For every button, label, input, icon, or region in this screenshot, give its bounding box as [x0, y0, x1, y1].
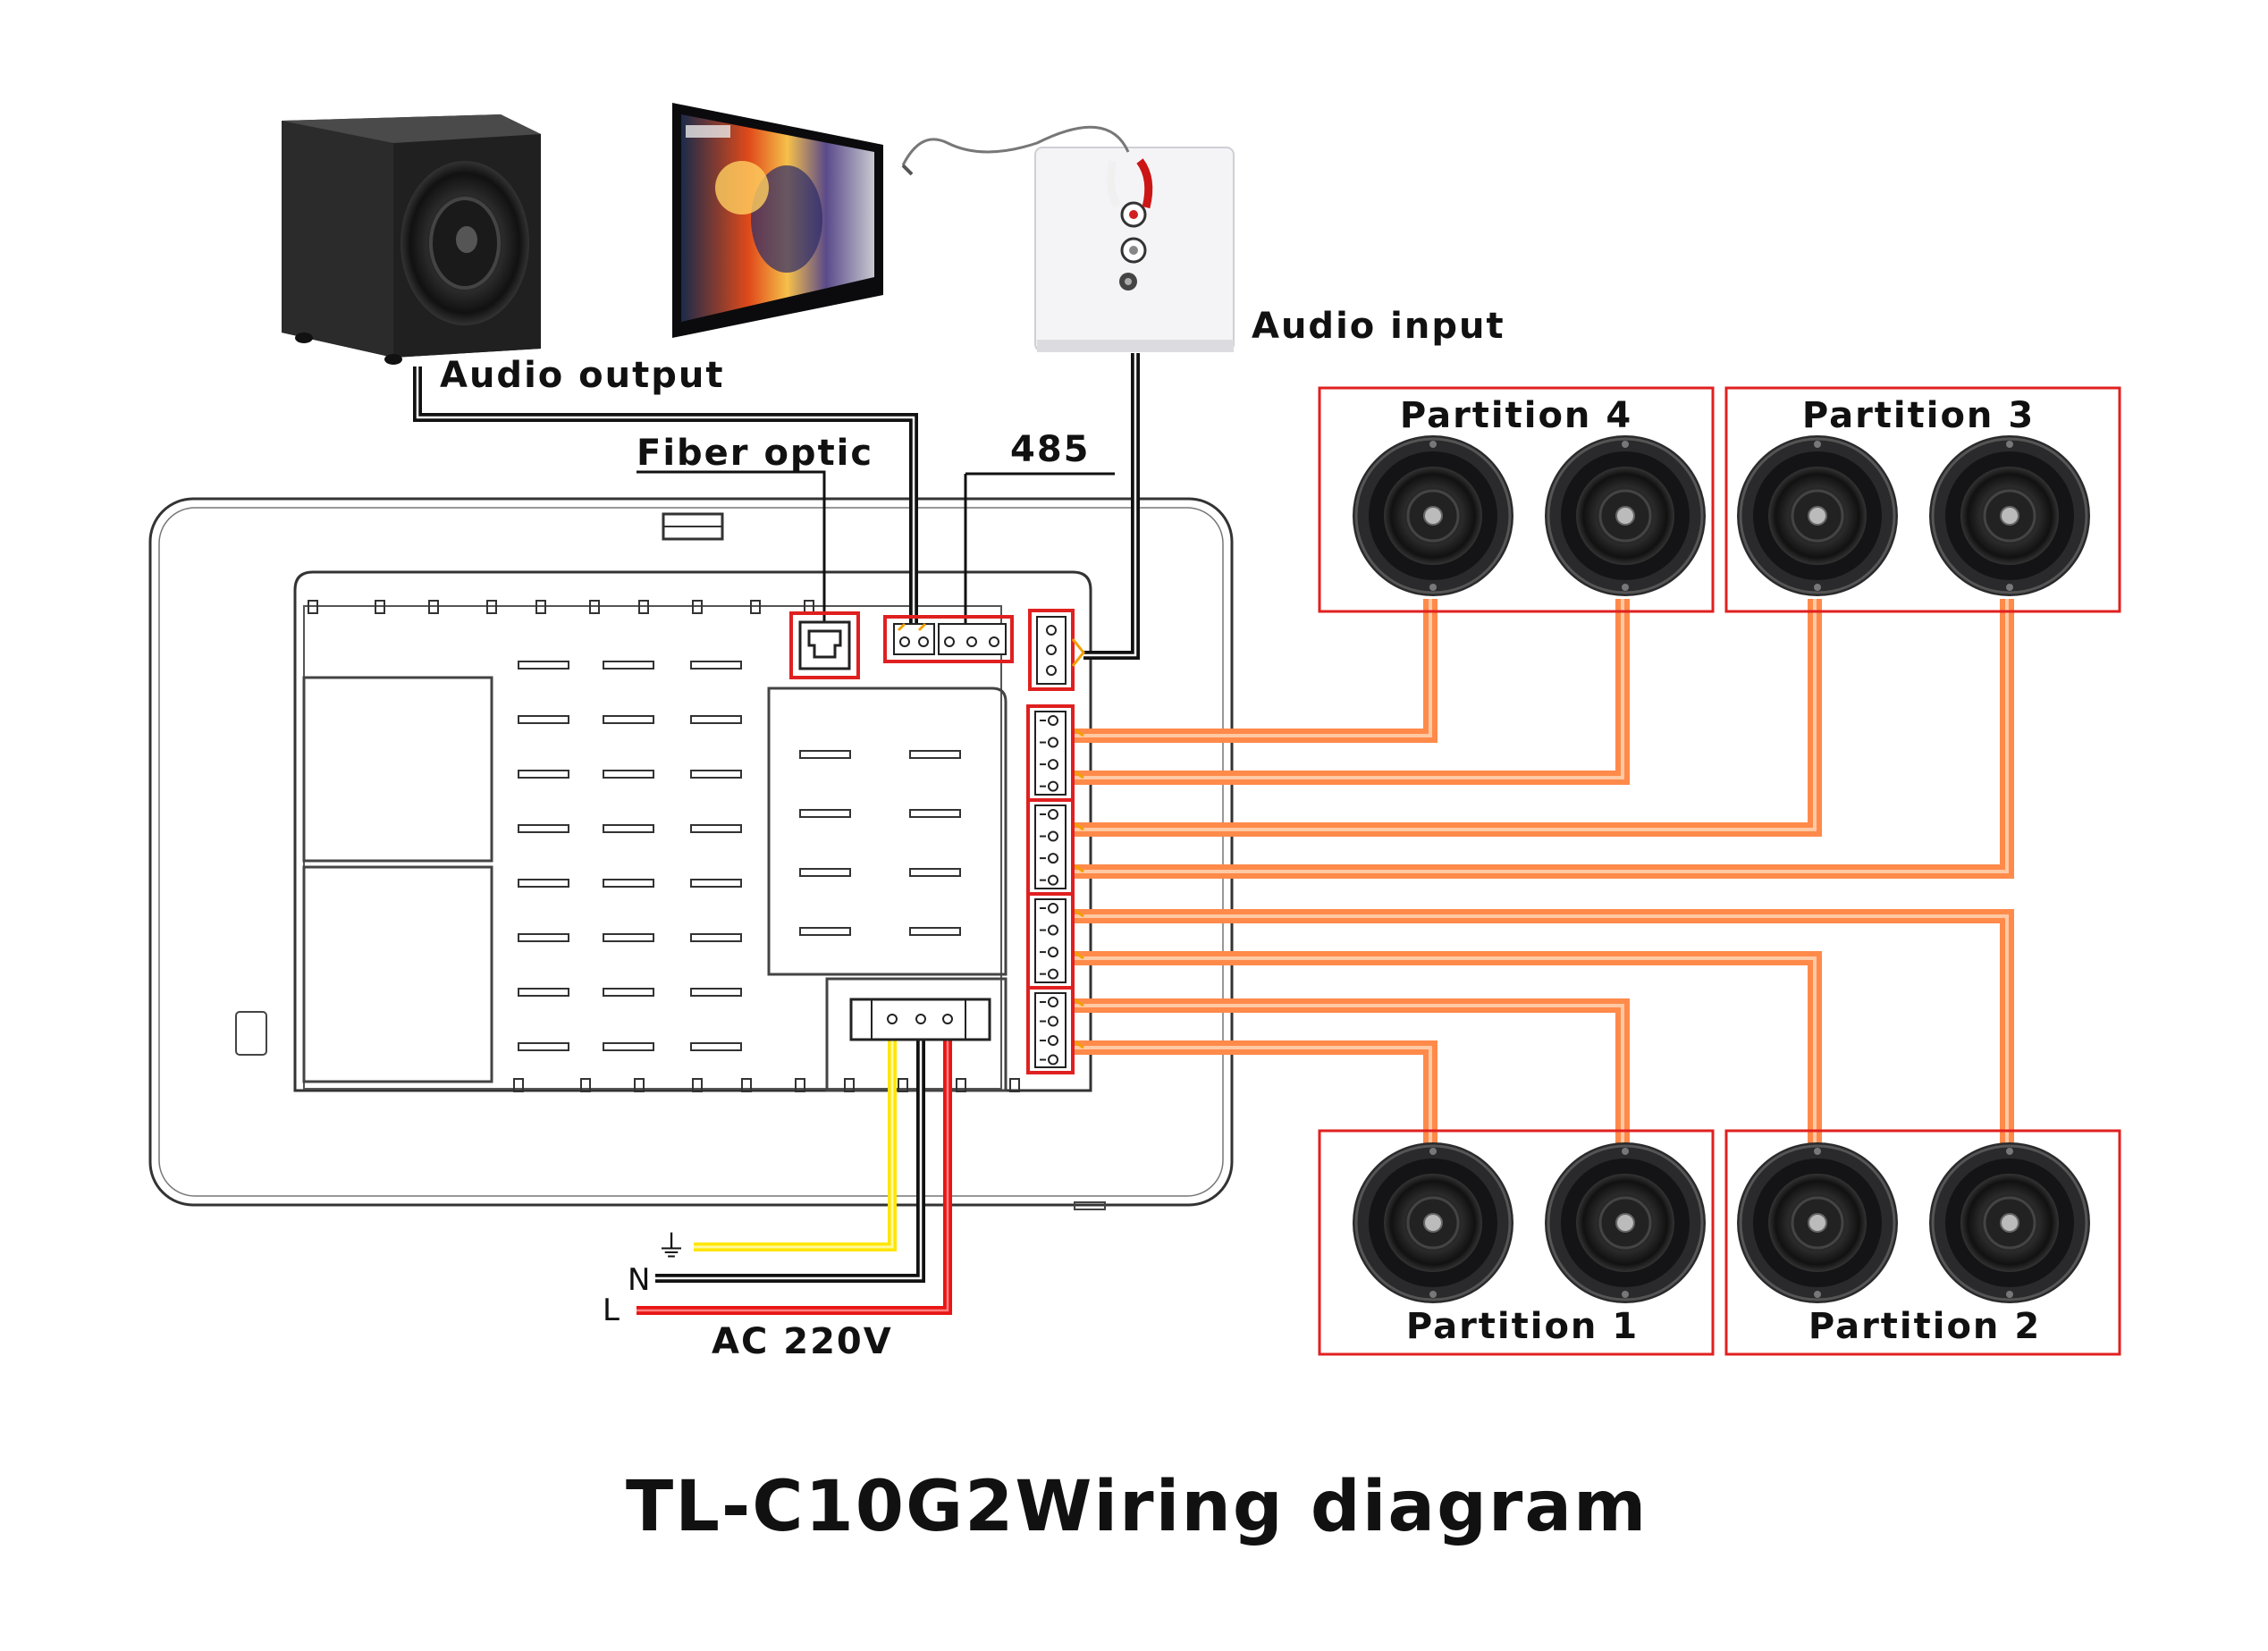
partition-2-label: Partition 2 — [1808, 1306, 2041, 1347]
controller-panel — [148, 497, 1234, 1210]
ceiling-speaker — [1353, 1142, 1513, 1303]
ac-voltage-label: AC 220V — [712, 1321, 893, 1362]
vent-slots — [308, 600, 1020, 1092]
power-terminal — [849, 998, 991, 1041]
speaker-terminals — [1026, 704, 1075, 1074]
ground-wire — [694, 1028, 897, 1251]
audio-output-cable — [413, 366, 918, 626]
partition-3-frame — [1724, 386, 2121, 613]
partition-2-frame — [1724, 1129, 2121, 1356]
subwoofer-image — [282, 114, 541, 365]
live-wire — [637, 1028, 952, 1315]
ceiling-speaker — [1929, 1142, 2090, 1303]
partition-1-label: Partition 1 — [1406, 1306, 1639, 1347]
fiber-optic-label: Fiber optic — [637, 433, 873, 474]
ceiling-speaker — [1545, 435, 1706, 596]
ceiling-speaker — [1353, 435, 1513, 596]
diagram-title: TL-C10G2Wiring diagram — [626, 1467, 1648, 1547]
audio-input-label: Audio input — [1252, 306, 1505, 347]
touch-panel-image — [672, 103, 883, 338]
partition-1-frame — [1318, 1129, 1715, 1356]
ceiling-speaker — [1737, 1142, 1898, 1303]
rs485-line — [964, 472, 1115, 623]
audio-output-terminal — [883, 615, 1014, 663]
audio-input-plate-image — [901, 125, 1235, 352]
fiber-optic-port — [789, 611, 860, 679]
power-wires — [637, 1028, 952, 1315]
neutral-wire — [655, 1028, 925, 1283]
ceiling-speaker — [1737, 435, 1898, 596]
speaker-partitions — [1318, 386, 2121, 1356]
ceiling-speaker — [1929, 435, 2090, 596]
ground-label: ⏚ — [656, 1229, 687, 1265]
neutral-label: N — [628, 1262, 650, 1298]
partition-4-label: Partition 4 — [1400, 395, 1632, 436]
audio-input-terminal — [1028, 609, 1085, 691]
ceiling-speaker — [1545, 1142, 1706, 1303]
live-label: L — [603, 1293, 620, 1328]
rs485-label: 485 — [1010, 429, 1091, 470]
partition-3-label: Partition 3 — [1802, 395, 2035, 436]
audio-output-label: Audio output — [440, 355, 725, 396]
partition-4-frame — [1318, 386, 1715, 613]
fiber-optic-line — [637, 470, 826, 621]
ceiling-speakers — [1353, 435, 2090, 1303]
speaker-wires — [1072, 599, 2014, 1153]
